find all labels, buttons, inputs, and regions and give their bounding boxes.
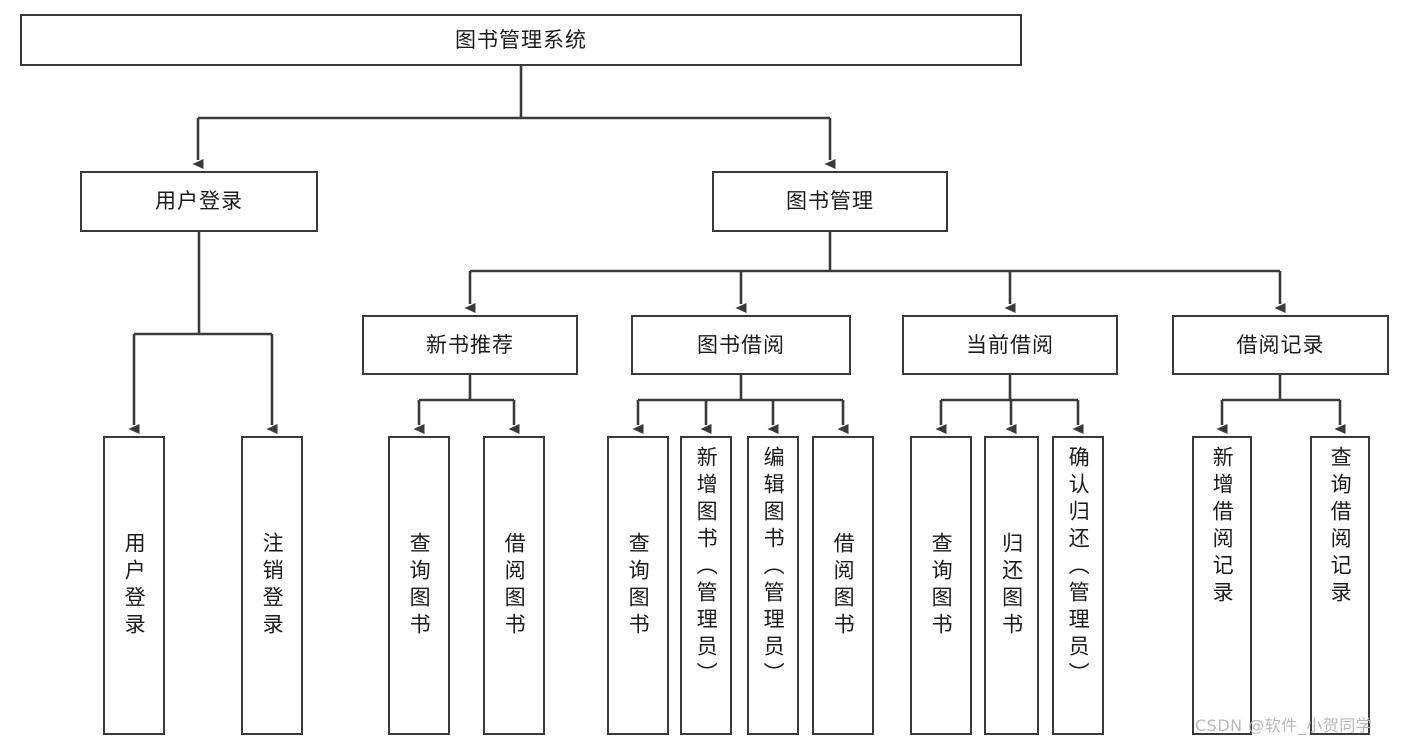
node-label: 用户登录 bbox=[155, 189, 243, 214]
leaf-borrow-book-new[interactable]: 借阅图书 bbox=[483, 436, 545, 735]
node-new-book-recommendation[interactable]: 新书推荐 bbox=[362, 315, 578, 375]
node-label: 新书推荐 bbox=[426, 332, 514, 357]
leaf-logout[interactable]: 注销登录 bbox=[241, 436, 303, 735]
node-label: 查询图书 bbox=[626, 531, 651, 640]
leaf-query-book-borrow[interactable]: 查询图书 bbox=[607, 436, 669, 735]
node-label: 查询图书 bbox=[407, 531, 432, 640]
node-label: 查询图书 bbox=[929, 531, 954, 640]
node-label: 借阅图书 bbox=[502, 531, 527, 640]
node-current-borrowing[interactable]: 当前借阅 bbox=[902, 315, 1118, 375]
node-book-management[interactable]: 图书管理 bbox=[712, 171, 948, 232]
leaf-confirm-return[interactable]: 确认归还（管理员） bbox=[1052, 436, 1104, 735]
node-user-login[interactable]: 用户登录 bbox=[80, 171, 318, 232]
node-root-system[interactable]: 图书管理系统 bbox=[20, 14, 1022, 66]
node-label: 查询借阅记录 bbox=[1328, 446, 1353, 608]
node-label: 注销登录 bbox=[260, 531, 285, 640]
node-label: 用户登录 bbox=[122, 531, 147, 640]
leaf-query-record[interactable]: 查询借阅记录 bbox=[1310, 436, 1370, 735]
leaf-borrow-book[interactable]: 借阅图书 bbox=[812, 436, 874, 735]
node-label: 新增借阅记录 bbox=[1210, 446, 1235, 608]
node-label: 新增图书（管理员） bbox=[694, 446, 719, 689]
leaf-add-record[interactable]: 新增借阅记录 bbox=[1192, 436, 1252, 735]
leaf-return-book[interactable]: 归还图书 bbox=[984, 436, 1039, 735]
node-label: 编辑图书（管理员） bbox=[761, 446, 786, 689]
node-label: 图书管理 bbox=[786, 189, 874, 214]
watermark-text: CSDN @软件_小贺同学 bbox=[1195, 716, 1373, 735]
leaf-user-login[interactable]: 用户登录 bbox=[103, 436, 165, 735]
node-label: 当前借阅 bbox=[966, 332, 1054, 357]
leaf-query-book-current[interactable]: 查询图书 bbox=[910, 436, 972, 735]
leaf-edit-book[interactable]: 编辑图书（管理员） bbox=[747, 436, 799, 735]
leaf-query-book-new[interactable]: 查询图书 bbox=[388, 436, 450, 735]
node-label: 图书借阅 bbox=[697, 332, 785, 357]
node-label: 借阅记录 bbox=[1236, 332, 1325, 357]
node-label: 图书管理系统 bbox=[455, 27, 587, 52]
node-borrow-records[interactable]: 借阅记录 bbox=[1172, 315, 1389, 375]
node-label: 借阅图书 bbox=[831, 531, 856, 640]
node-label: 归还图书 bbox=[999, 531, 1024, 640]
node-label: 确认归还（管理员） bbox=[1066, 446, 1091, 689]
node-book-borrowing[interactable]: 图书借阅 bbox=[631, 315, 851, 375]
leaf-add-book[interactable]: 新增图书（管理员） bbox=[680, 436, 732, 735]
